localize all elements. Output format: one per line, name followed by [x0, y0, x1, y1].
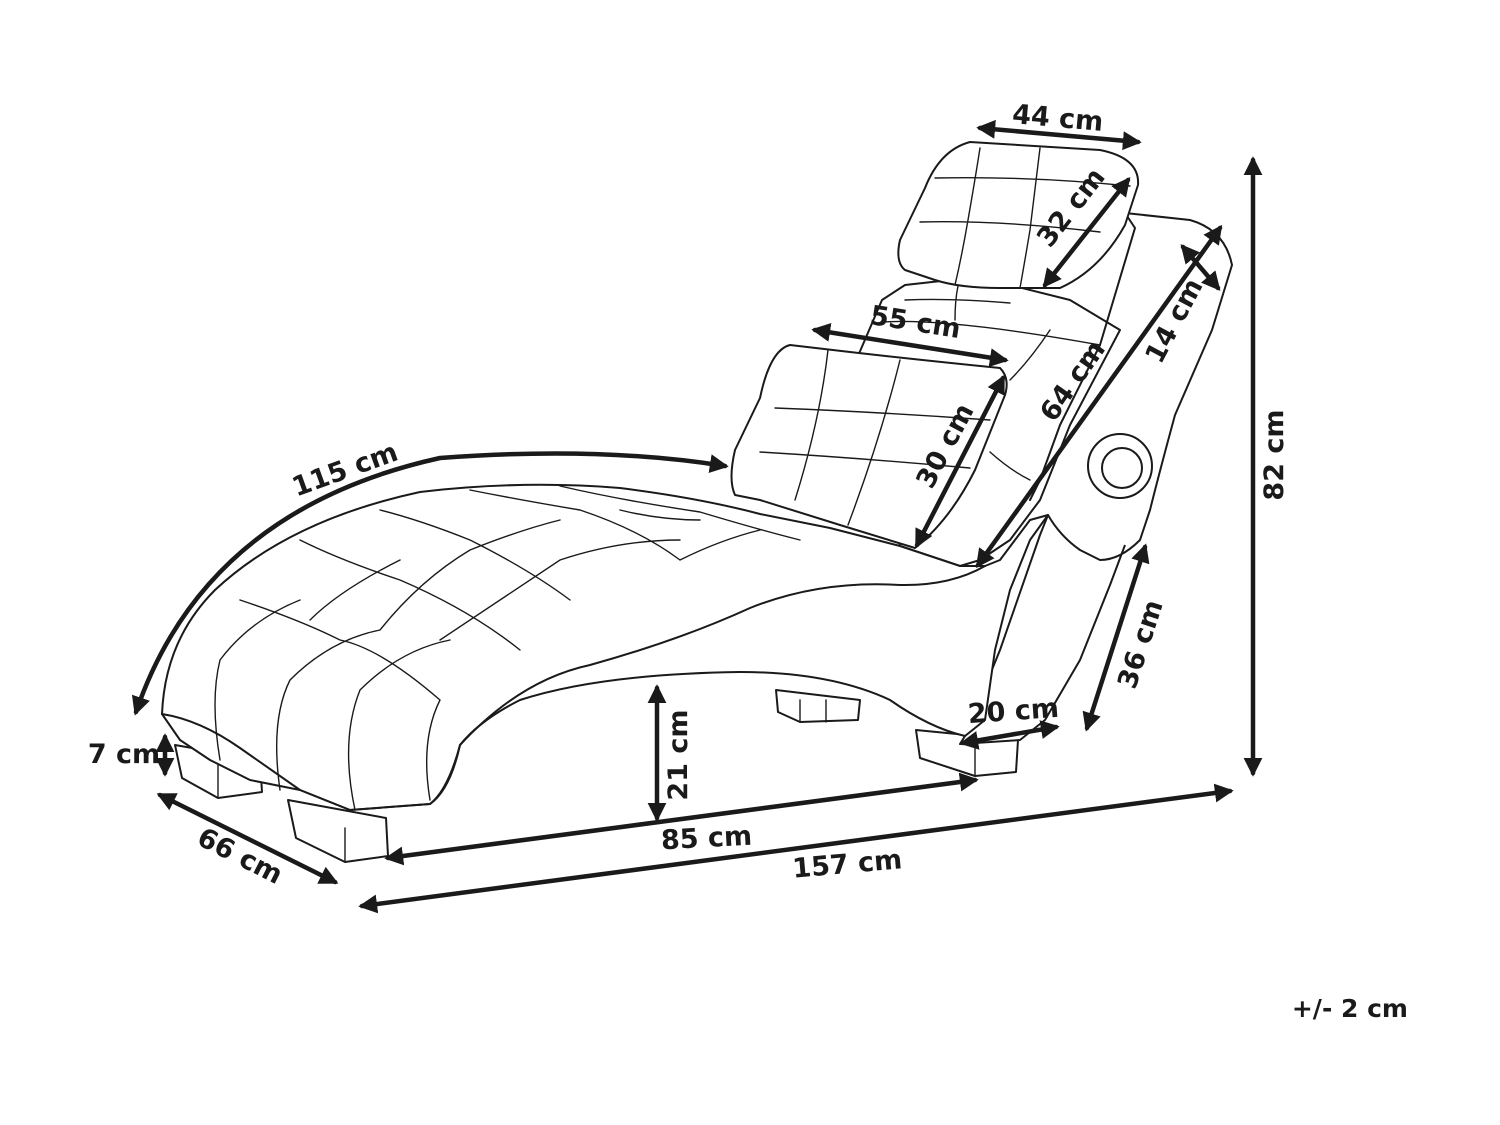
label-side-height: 36 cm [1112, 596, 1170, 692]
label-front-leg: 7 cm [88, 739, 160, 770]
dim-side-panel-line [1180, 244, 1221, 291]
label-seat-curve: 115 cm [288, 437, 402, 504]
dim-base-width-line [959, 720, 1060, 750]
label-total-length: 157 cm [791, 844, 903, 884]
speaker-inner [1101, 447, 1143, 489]
dim-headrest-width-line [976, 119, 1142, 151]
front-right-leg [287, 799, 389, 863]
dim-total-length-line [358, 783, 1234, 914]
rear-left-leg [775, 689, 861, 723]
label-base-width: 20 cm [967, 693, 1060, 730]
label-total-height: 82 cm [1259, 409, 1290, 500]
dim-pillow-width-line [811, 323, 1009, 367]
dim-depth-line [156, 792, 339, 885]
dim-side-height-line [1082, 543, 1150, 732]
dimension-lines [131, 119, 1263, 914]
dim-seat-curve-line [131, 451, 729, 716]
label-seat-height: 21 cm [663, 709, 694, 800]
label-leg-span: 85 cm [660, 821, 753, 857]
dim-backrest-line [975, 224, 1223, 569]
tolerance-note: +/- 2 cm [1292, 994, 1408, 1023]
